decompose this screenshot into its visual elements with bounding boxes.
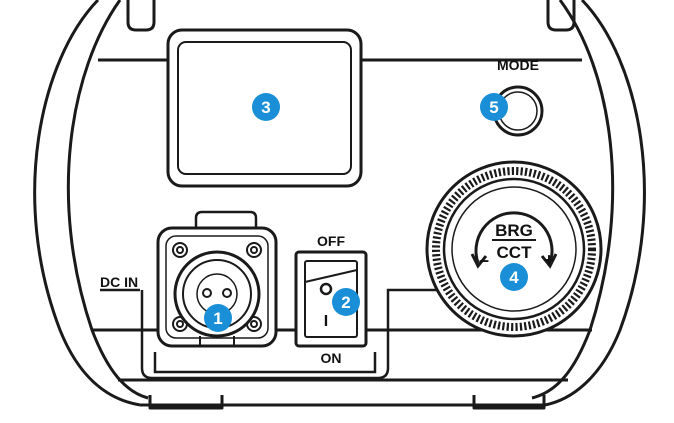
knob-label-brg: BRG <box>495 221 533 240</box>
callout-badge-4: 4 <box>500 263 528 291</box>
switch-off-symbol <box>319 282 333 296</box>
knob-label-cct: CCT <box>497 243 533 262</box>
svg-text:3: 3 <box>261 98 270 117</box>
switch-on-label: ON <box>321 350 342 366</box>
svg-text:1: 1 <box>213 309 222 328</box>
dc-in-label: DC IN <box>100 274 138 290</box>
arc-arrow-right <box>540 253 558 269</box>
connector-screws <box>172 242 262 332</box>
arc-arrow-left <box>470 253 488 269</box>
svg-text:2: 2 <box>341 293 350 312</box>
knob-plus-label: + <box>544 250 555 270</box>
callout-badge-5: 5 <box>480 93 508 121</box>
knob-minus-label: – <box>479 250 489 270</box>
svg-text:4: 4 <box>509 268 519 287</box>
switch-on-symbol: I <box>324 313 328 330</box>
callout-badge-1: 1 <box>204 304 232 332</box>
mode-label: MODE <box>497 57 539 73</box>
switch-off-label: OFF <box>317 233 345 249</box>
dc-in-connector[interactable] <box>156 210 278 348</box>
callout-badge-3: 3 <box>252 93 280 121</box>
power-switch[interactable] <box>294 250 368 348</box>
brg-cct-knob[interactable] <box>425 160 603 338</box>
svg-text:5: 5 <box>489 98 498 117</box>
connector-panel-outline <box>100 288 440 380</box>
callout-badge-2: 2 <box>332 288 360 316</box>
rotation-arc <box>474 211 554 264</box>
connector-pins <box>202 288 232 298</box>
